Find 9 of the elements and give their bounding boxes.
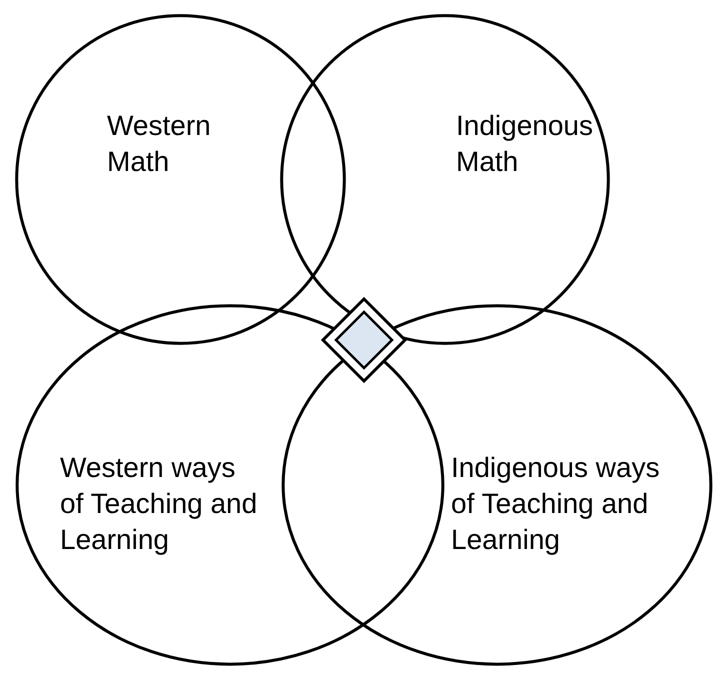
circle-label: Western Math	[107, 109, 212, 179]
venn-circle	[280, 14, 610, 345]
circle-label: Indigenous ways of Teaching and Learning	[451, 451, 661, 557]
venn-circle	[15, 14, 346, 345]
circle-label: Western ways of Teaching and Learning	[60, 451, 258, 557]
venn-circle	[281, 304, 713, 666]
center-diamond	[321, 297, 407, 383]
circle-label: Indigenous Math	[456, 109, 594, 179]
venn-circle	[15, 304, 445, 666]
